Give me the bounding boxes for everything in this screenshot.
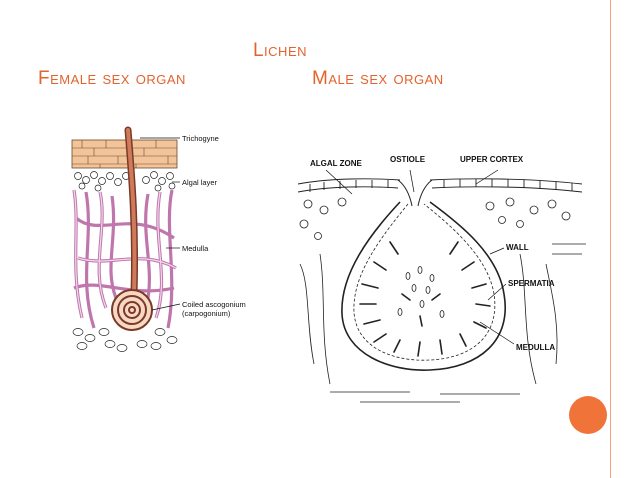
upper-cortex: [71, 139, 178, 169]
label-wall: WALL: [506, 243, 529, 252]
medulla-hyphae: [299, 243, 586, 403]
label-ostiole: OSTIOLE: [390, 155, 426, 164]
label-carpogonium: (carpogonium): [182, 309, 231, 318]
label-coiled-ascogonium: Coiled ascogonium: [182, 300, 246, 309]
female-heading: Female sex organ: [38, 68, 186, 89]
label-algal-layer: Algal layer: [182, 178, 218, 187]
decorative-orange-dot: [569, 396, 607, 434]
male-heading: Male sex organ: [312, 68, 444, 89]
coiled-ascogonium: [111, 289, 153, 331]
label-medulla: MEDULLA: [516, 343, 555, 352]
slide-border-line: [610, 0, 611, 478]
algal-layer: [74, 171, 176, 192]
label-medulla: Medulla: [182, 244, 209, 253]
upper-cortex-band: [297, 178, 583, 193]
ostiole: [397, 179, 433, 207]
female-organ-diagram: Trichogyne Algal layer Medulla Coiled as…: [71, 126, 246, 352]
male-organ-diagram: ALGAL ZONE OSTIOLE UPPER CORTEX WALL SPE…: [297, 155, 586, 403]
slide-title: Lichen: [252, 40, 307, 61]
label-upper-cortex: UPPER CORTEX: [460, 155, 524, 164]
spermatia: [359, 241, 491, 357]
label-trichogyne: Trichogyne: [182, 134, 219, 143]
spermogonium-wall: [341, 201, 506, 371]
algal-zone-cells: [299, 197, 571, 240]
lower-cortex-cells: [72, 328, 178, 352]
label-algal-zone: ALGAL ZONE: [310, 159, 363, 168]
label-spermatia: SPERMATIA: [508, 279, 555, 288]
